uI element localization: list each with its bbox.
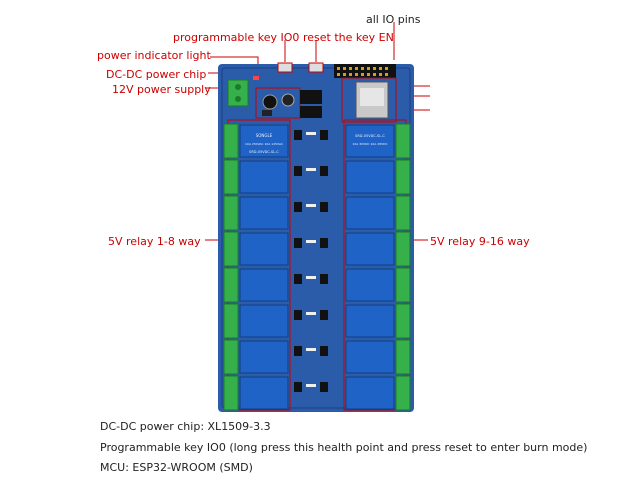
center-resistors [306, 132, 316, 387]
reset-key-button[interactable] [308, 62, 324, 73]
spec-line-mcu: MCU: ESP32-WROOM (SMD) [100, 461, 253, 474]
mcu-area [341, 77, 397, 123]
label-all-io-pins: all IO pins [366, 13, 421, 26]
label-programmable-key: programmable key IO0 [173, 31, 300, 44]
power-terminal [227, 79, 249, 107]
relay-brand-left: SONGLE [256, 133, 273, 138]
relays-left [239, 124, 289, 410]
center-components [294, 130, 328, 392]
relay-model-left: SRD-05VDC-SL-C [249, 150, 279, 154]
label-power-indicator: power indicator light [97, 49, 211, 62]
driver-chip [300, 90, 322, 104]
power-indicator-led [253, 76, 259, 80]
label-relay-right: 5V relay 9-16 way [430, 235, 530, 248]
relay-rating-right: 10A 30VDC 10A 28VDC [352, 142, 387, 146]
label-relay-left: 5V relay 1-8 way [108, 235, 201, 248]
spec-line-key: Programmable key IO0 (long press this he… [100, 441, 588, 454]
label-reset-key: reset the key EN [303, 31, 394, 44]
spec-line-dcdc: DC-DC power chip: XL1509-3.3 [100, 420, 271, 433]
relay-model-right: SRD-05VDC-SL-C [355, 134, 385, 138]
relay-rating-left: 10A 250VAC 10A 125VAC [245, 142, 283, 146]
label-dcdc-chip: DC-DC power chip [106, 68, 207, 81]
label-power-supply: 12V power supply [112, 83, 211, 96]
relays-right [345, 124, 395, 410]
io-header-pins [334, 64, 396, 78]
programmable-key-button[interactable] [277, 62, 293, 73]
terminals-right [395, 123, 411, 411]
terminals-left [223, 123, 239, 411]
